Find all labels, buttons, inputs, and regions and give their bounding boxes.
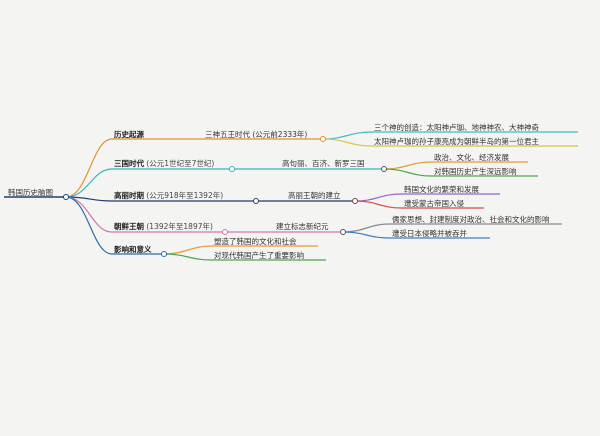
edge-origin-leaf-2 [322,138,578,147]
edge-root-three-kingdoms [65,168,384,198]
edge-tk-leaf-2 [383,168,538,177]
mid-dot-three-kingdoms[interactable] [381,166,387,172]
mid-label-joseon[interactable]: 建立标志新纪元 [276,222,329,231]
edge-root-goryeo [65,196,355,202]
leaf-impact-2[interactable]: 对现代韩国产生了重要影响 [214,251,304,260]
branch-title-joseon[interactable]: 朝鲜王朝 (1392年至1897年) [114,222,213,231]
leaf-joseon-2[interactable]: 遭受日本侵略并被吞并 [392,229,467,238]
branch-title-goryeo[interactable]: 高丽时期 (公元918年至1392年) [114,191,224,200]
edge-root-origin [65,138,323,198]
mid-label-goryeo[interactable]: 高丽王朝的建立 [288,191,341,200]
leaf-origin-1[interactable]: 三个神的创造：太阳神卢珈、地神神农、大神神奇 [374,123,539,132]
root-node-dot[interactable] [63,194,69,200]
mid-label-three-kingdoms[interactable]: 高句丽、百济、新罗三国 [282,159,365,168]
branch-dot-impact[interactable] [161,251,167,257]
mid-dot-goryeo[interactable] [352,198,358,204]
mid-label-origin[interactable]: 三神五王时代 (公元前2333年) [205,130,308,139]
leaf-origin-2[interactable]: 太阳神卢珈的孙子康亮成为朝鲜半岛的第一位君主 [374,137,539,146]
branch-dot-three-kingdoms[interactable] [229,166,235,172]
edge-goryeo-leaf-2 [354,200,484,209]
branch-title-impact[interactable]: 影响和意义 [114,245,152,254]
mid-dot-origin[interactable] [320,136,326,142]
leaf-impact-1[interactable]: 塑造了韩国的文化和社会 [214,237,297,246]
branch-dot-goryeo[interactable] [253,198,259,204]
branch-title-origin[interactable]: 历史起源 [114,130,144,139]
leaf-goryeo-1[interactable]: 韩国文化的繁荣和发展 [404,185,479,194]
edge-joseon-leaf-2 [342,231,490,239]
leaf-three-kingdoms-2[interactable]: 对韩国历史产生深远影响 [434,167,517,176]
leaf-goryeo-2[interactable]: 遭受蒙古帝国入侵 [404,199,464,208]
edge-root-joseon [65,196,343,233]
branch-dot-joseon[interactable] [222,229,228,235]
leaf-joseon-1[interactable]: 儒家思想、封建制度对政治、社会和文化的影响 [392,215,550,224]
edge-impact-leaf-2 [163,253,326,261]
mid-dot-joseon[interactable] [340,229,346,235]
edge-root-impact [65,196,164,255]
branch-title-three-kingdoms[interactable]: 三国时代 (公元1世纪至7世纪) [114,159,215,168]
leaf-three-kingdoms-1[interactable]: 政治、文化、经济发展 [434,153,509,162]
root-label[interactable]: 韩国历史脑图 [8,188,53,197]
